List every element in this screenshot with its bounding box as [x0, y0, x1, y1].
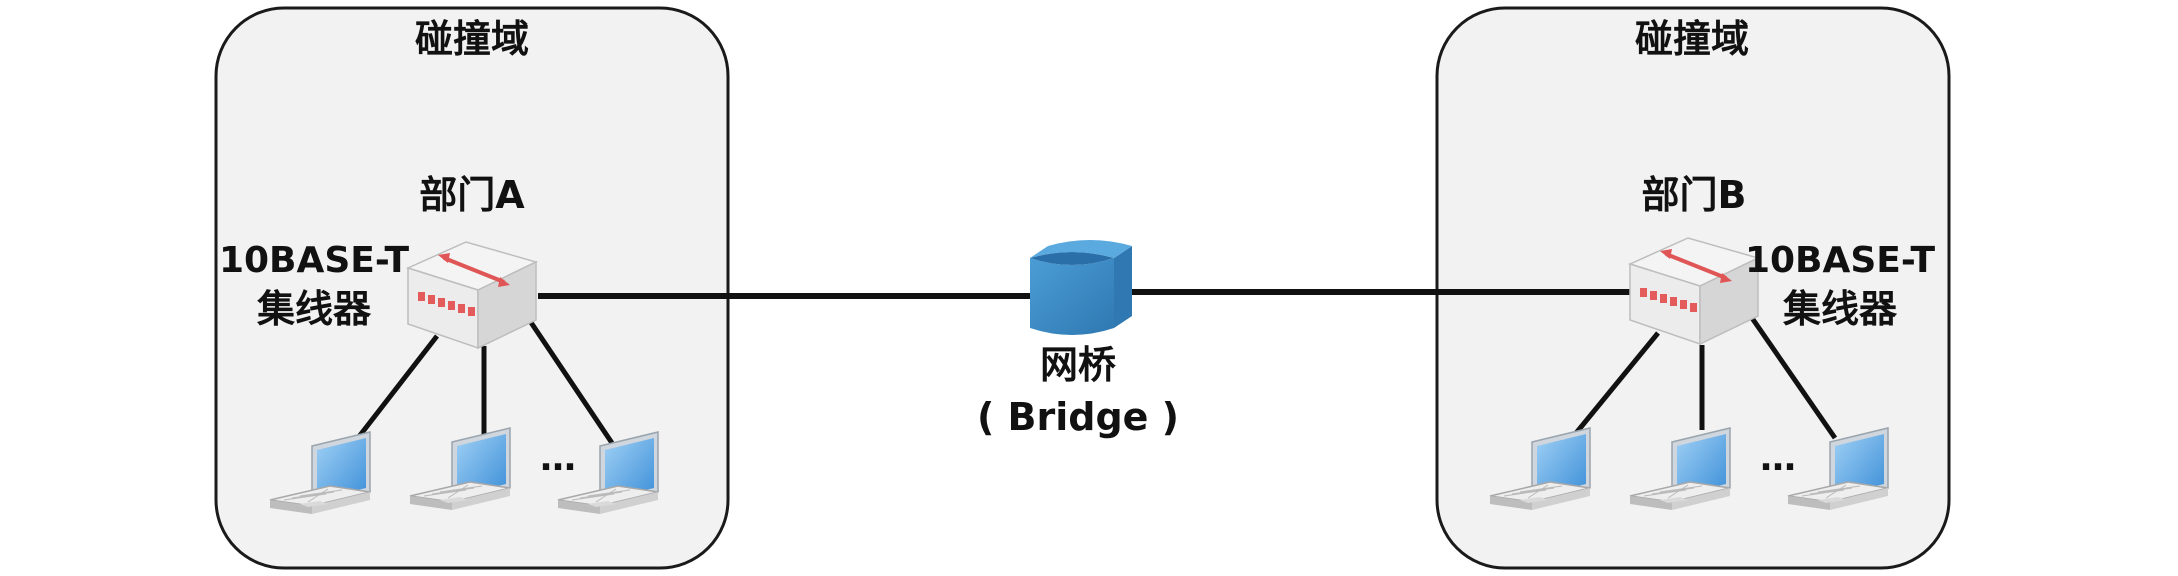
dept-b-label: 部门B: [1642, 173, 1747, 217]
dept-a-label: 部门A: [419, 173, 525, 217]
hub-a-label-line2: 集线器: [256, 287, 372, 331]
bridge-sublabel: ( Bridge ): [977, 395, 1179, 439]
links-dept-a: [352, 316, 615, 445]
bridge-icon: [1030, 240, 1132, 335]
bridge-label: 网桥: [1040, 343, 1116, 387]
hub-a-label-line1: 10BASE-T: [219, 240, 410, 281]
hub-b-label-line2: 集线器: [1782, 287, 1898, 331]
hub-b-label-line1: 10BASE-T: [1745, 240, 1936, 281]
collision-domain-right-title: 碰撞域: [1635, 17, 1749, 61]
collision-domain-left-title: 碰撞域: [415, 17, 529, 61]
dept-b-ellipsis: …: [1760, 438, 1796, 479]
links-dept-b: [1570, 316, 1838, 440]
dept-a-ellipsis: …: [540, 438, 576, 479]
